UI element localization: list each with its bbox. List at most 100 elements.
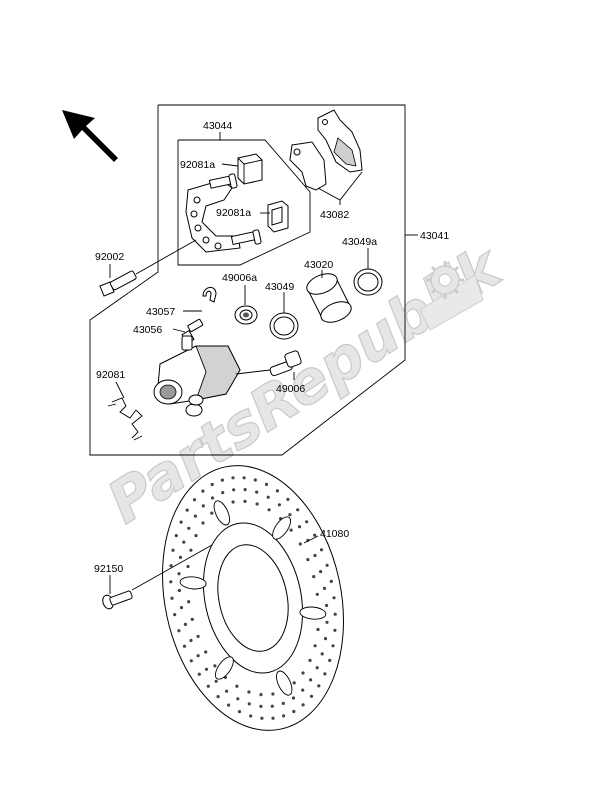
disc-hole xyxy=(225,689,229,693)
disc-hole xyxy=(281,701,285,706)
disc-hole xyxy=(186,564,190,569)
disc-hole xyxy=(204,667,209,671)
disc-hole xyxy=(179,606,184,610)
disc-slot xyxy=(272,516,292,540)
label-92081a-lower: 92081a xyxy=(216,207,251,219)
leader-43056 xyxy=(172,328,186,333)
disc-hole xyxy=(319,548,324,552)
disc-hole xyxy=(183,622,187,627)
disc-hole xyxy=(305,520,309,524)
disc-hole xyxy=(177,629,181,633)
disc-hole xyxy=(182,540,186,544)
disc-hole xyxy=(201,489,205,493)
disc-hole xyxy=(264,482,269,486)
disc-hole xyxy=(187,600,191,604)
disc-hole xyxy=(173,613,177,617)
leader-92081 xyxy=(115,381,125,399)
disc-hole xyxy=(216,695,220,699)
disc-hole xyxy=(179,520,183,524)
disc-hole xyxy=(187,526,191,530)
disc-hole xyxy=(260,716,264,720)
disc-hole xyxy=(221,491,225,495)
label-41080: 41080 xyxy=(320,528,349,540)
disc-hole xyxy=(204,650,208,654)
disc-hole xyxy=(189,659,193,663)
disc-hole xyxy=(247,702,251,706)
disc-hole xyxy=(286,497,290,501)
leader-49006-to-caliper xyxy=(235,369,271,375)
gear-icon xyxy=(419,261,484,331)
disc-hole xyxy=(210,482,214,487)
disc-hole xyxy=(255,502,259,506)
disc-drill-holes xyxy=(169,476,337,720)
disc-hole xyxy=(177,572,181,576)
disc-hole xyxy=(319,570,323,574)
disc-hole xyxy=(282,714,286,718)
pin-boot xyxy=(234,305,258,325)
label-43057: 43057 xyxy=(146,306,175,318)
disc-hole xyxy=(275,489,279,493)
disc-hole xyxy=(170,596,174,600)
disc-hole xyxy=(271,716,275,720)
disc-hole xyxy=(317,684,321,688)
disc-hole xyxy=(309,694,314,698)
dust-seal xyxy=(353,268,383,296)
bracket-bolt xyxy=(99,270,137,297)
disc-hole xyxy=(331,644,335,648)
disc-hole xyxy=(308,658,312,663)
disc-hole xyxy=(177,588,181,593)
label-43044: 43044 xyxy=(203,120,232,132)
leader-92002-to-bracket xyxy=(135,239,197,275)
disc-hole xyxy=(237,710,242,714)
disc-hole xyxy=(271,692,275,696)
disc-hole xyxy=(178,555,183,560)
brake-disc xyxy=(162,465,344,731)
disc-hole xyxy=(243,488,247,492)
disc-hole xyxy=(242,476,246,480)
disc-hole xyxy=(288,513,292,517)
disc-hole xyxy=(249,714,253,718)
disc-hole xyxy=(243,499,247,503)
disc-slot xyxy=(299,606,327,620)
disc-bolt xyxy=(102,590,133,610)
disc-hole xyxy=(194,534,198,538)
front-direction-arrow-icon xyxy=(62,110,118,162)
caliper-assembly-outline xyxy=(89,104,406,456)
disc-hole xyxy=(313,533,317,537)
caliper-piston xyxy=(306,273,352,323)
disc-hole xyxy=(253,478,257,482)
piston-seal xyxy=(269,312,299,340)
caliper-bracket xyxy=(185,173,262,253)
label-92081: 92081 xyxy=(96,369,125,381)
disc-hole xyxy=(298,542,302,546)
disc-hole xyxy=(333,628,337,632)
disc-slot xyxy=(276,670,293,696)
disc-hole xyxy=(231,500,235,504)
disc-hole xyxy=(210,496,215,500)
disc-hole xyxy=(289,528,293,532)
disc-hole xyxy=(296,508,300,512)
disc-hole xyxy=(185,508,189,512)
disc-hole xyxy=(232,488,236,492)
disc-slot xyxy=(179,576,207,590)
disc-hole xyxy=(267,508,271,512)
disc-hole xyxy=(206,684,210,688)
disc-hole xyxy=(171,548,175,552)
disc-hole xyxy=(169,580,173,584)
disc-hole xyxy=(231,476,235,480)
disc-hole xyxy=(301,703,305,707)
pad-retainer-clip xyxy=(107,397,143,441)
disc-hole xyxy=(182,644,187,648)
disc-hole xyxy=(197,672,201,676)
disc-hole xyxy=(312,575,316,579)
disc-hole xyxy=(292,681,296,685)
disc-hole xyxy=(306,558,310,562)
pad-spring-upper xyxy=(237,153,263,185)
disc-hole xyxy=(315,592,319,596)
disc-hole xyxy=(169,564,173,568)
disc-hole xyxy=(236,697,240,701)
leader-41080 xyxy=(303,535,319,544)
pad-spring-lower xyxy=(267,200,289,233)
label-92150: 92150 xyxy=(94,563,123,575)
